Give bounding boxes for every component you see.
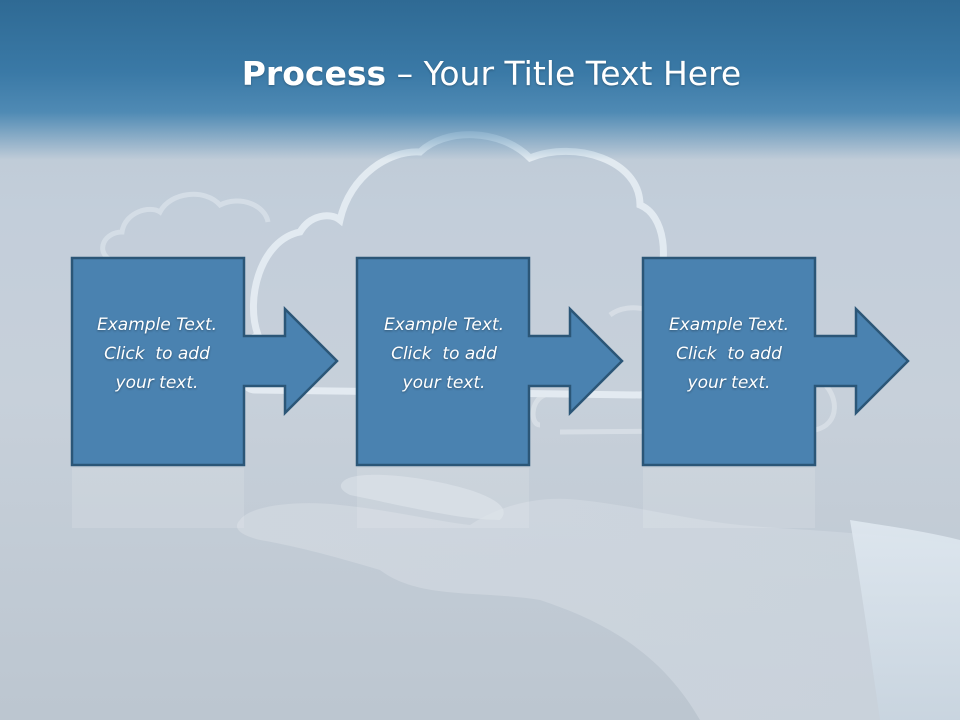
small-cloud-outline-icon (100, 191, 271, 263)
step-text-line: Click to add (676, 344, 782, 364)
step-text-line: Example Text. (383, 315, 505, 335)
step-3-text[interactable]: Example Text. Click to add your text. (642, 311, 816, 398)
process-step-3[interactable] (641, 256, 910, 467)
process-step-2[interactable] (355, 256, 624, 467)
step-text-line: your text. (402, 373, 486, 393)
arrow-right-icon (70, 256, 339, 467)
step-text-line: your text. (687, 373, 771, 393)
step-text-line: Example Text. (96, 315, 218, 335)
title-bold-part: Process (241, 54, 387, 93)
header-band (0, 0, 960, 160)
arrow-right-icon (641, 256, 910, 467)
slide-title[interactable]: Process – Your Title Text Here (0, 52, 960, 96)
arrow-right-icon (355, 256, 624, 467)
step-1-text[interactable]: Example Text. Click to add your text. (70, 311, 244, 398)
process-step-1[interactable] (70, 256, 339, 467)
thumb-shape (340, 474, 504, 520)
step-text-line: your text. (115, 373, 199, 393)
step-text-line: Click to add (104, 344, 210, 364)
box-reflection (357, 468, 529, 528)
step-text-line: Click to add (391, 344, 497, 364)
title-rest-part: – Your Title Text Here (386, 54, 742, 93)
step-2-text[interactable]: Example Text. Click to add your text. (357, 311, 531, 398)
hand-image (236, 498, 960, 720)
step-text-line: Example Text. (668, 315, 790, 335)
box-reflection (643, 468, 815, 528)
sleeve-shape (850, 520, 960, 720)
box-reflection (72, 468, 244, 528)
